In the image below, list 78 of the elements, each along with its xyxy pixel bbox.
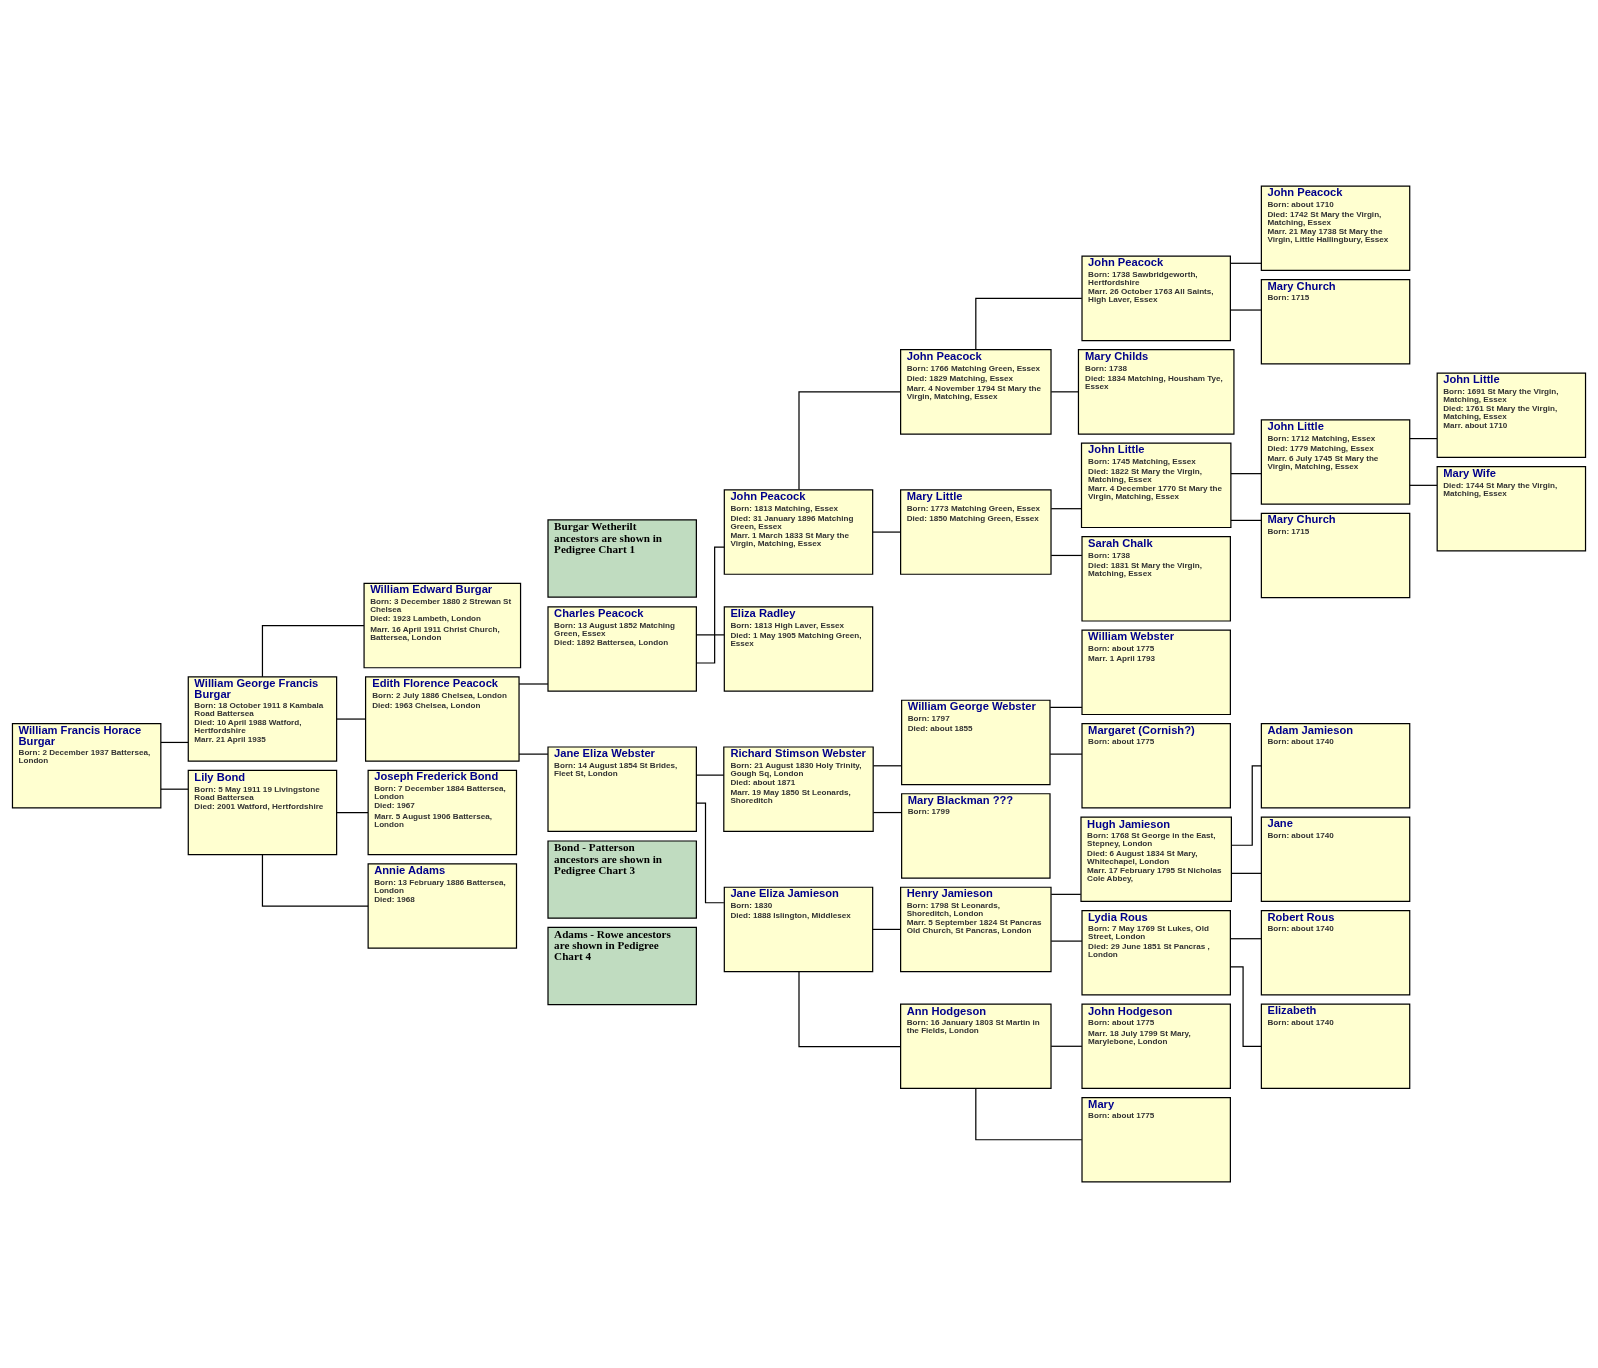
- node-box: John Hodgeson Born: about 1775 Marr. 18 July 1799 St Mary, Marylebone, London: [1081, 1003, 1231, 1090]
- node-box: Elizabeth Born: about 1740: [1260, 1003, 1411, 1090]
- node-box: William George Webster Born: 1797 Died: about 1855: [901, 699, 1051, 786]
- connector: [261, 854, 369, 907]
- connector: [1050, 940, 1083, 942]
- connector: [160, 788, 189, 790]
- connector: [1409, 484, 1438, 486]
- node-box: William Webster Born: about 1775 Marr. 1 April 1793: [1081, 629, 1231, 716]
- node-box: Richard Stimson Webster Born: 21 August 1830 Holy Trinity, Gough Sq, London Died: about 1871 Marr. 19 May 1850 St Leonards, Shoreditch: [723, 746, 874, 832]
- node-box: Mary Little Born: 1773 Matching Green, Essex Died: 1850 Matching Green, Essex: [900, 489, 1052, 575]
- node-box: Mary Born: about 1775: [1081, 1097, 1231, 1183]
- node-box: Jane Born: about 1740: [1260, 816, 1411, 903]
- connector: [975, 1088, 1083, 1141]
- node-box: Adam Jamieson Born: about 1740: [1260, 723, 1411, 809]
- connector: [1050, 1045, 1083, 1047]
- node-box: Jane Eliza Webster Born: 14 August 1854 St Brides, Fleet St, London: [547, 746, 697, 832]
- node-box: Edith Florence Peacock Born: 2 July 1886 Chelsea, London Died: 1963 Chelsea, London: [364, 676, 520, 762]
- connector: [695, 546, 725, 664]
- connector: [336, 811, 369, 814]
- node-box: William Edward Burgar Born: 3 December 1880 2 Strewan St Chelsea Died: 1923 Lambeth, London Marr. 16 April 1911 Christ Church, Battersea, London: [363, 582, 522, 669]
- node-box: John Peacock Born: 1766 Matching Green, Essex Died: 1829 Matching, Essex Marr. 4 November 1794 St Mary the Virgin, Matching, Essex: [900, 349, 1052, 435]
- connector: [1229, 309, 1262, 311]
- connector: [1230, 519, 1262, 521]
- connector: [1050, 893, 1082, 895]
- connector: [798, 391, 902, 491]
- node-box: Hugh Jamieson Born: 1768 St George in the East, Stepney, London Died: 6 August 1834 St Mary, Whitechapel, London Marr. 17 February 1795 St Nicholas Cole Abbey,: [1080, 816, 1232, 903]
- connector: [975, 297, 1083, 351]
- connector: [1230, 872, 1262, 874]
- node-box: John Little Born: 1712 Matching, Essex Died: 1779 Matching, Essex Marr. 6 July 1745 St Mary the Virgin, Matching, Essex: [1260, 419, 1411, 505]
- connector: [1049, 706, 1083, 708]
- node-box: William Francis Horace Burgar Born: 2 December 1937 Battersea, London: [11, 723, 162, 809]
- connector: [872, 928, 902, 930]
- node-box: John Little Born: 1691 St Mary the Virgin, Matching, Essex Died: 1761 St Mary the Virgin, Matching, Essex Marr. about 1710: [1436, 372, 1587, 458]
- connector: [695, 634, 725, 636]
- connector: [1050, 391, 1080, 393]
- connector: [1230, 473, 1262, 475]
- node-box: Ann Hodgeson Born: 16 January 1803 St Martin in the Fields, London: [900, 1003, 1052, 1090]
- connector: [261, 624, 365, 678]
- node-box: Robert Rous Born: about 1740: [1260, 910, 1411, 996]
- node-box: Henry Jamieson Born: 1798 St Leonards, Shoreditch, London Marr. 5 September 1824 St Pancras Old Church, St Pancras, London: [900, 886, 1052, 973]
- connector: [518, 683, 549, 685]
- connector: [1050, 508, 1082, 510]
- node-box: Mary Wife Died: 1744 St Mary the Virgin, Matching, Essex: [1436, 465, 1587, 552]
- node-box: Margaret (Cornish?) Born: about 1775: [1081, 723, 1231, 809]
- node-box: Annie Adams Born: 13 February 1886 Battersea, London Died: 1968: [367, 863, 518, 949]
- connector: [160, 741, 189, 744]
- connector: [695, 774, 725, 776]
- node-box: Lydia Rous Born: 7 May 1769 St Lukes, Old Street, London Died: 29 June 1851 St Pancras , London: [1081, 910, 1231, 996]
- connector: [518, 753, 549, 755]
- connector: [336, 718, 366, 720]
- node-box: Eliza Radley Born: 1813 High Laver, Essex Died: 1 May 1905 Matching Green, Essex: [723, 606, 874, 692]
- node-box: Joseph Frederick Bond Born: 7 December 1884 Battersea, London Died: 1967 Marr. 5 August 1906 Battersea, London: [367, 769, 518, 856]
- connector: [798, 971, 902, 1048]
- connector: [1229, 262, 1262, 264]
- node-box: Adams - Rowe ancestors are shown in Pedigree Chart 4: [547, 926, 697, 1006]
- node-box: Mary Blackman ??? Born: 1799: [901, 793, 1051, 879]
- node-box: Charles Peacock Born: 13 August 1852 Matching Green, Essex Died: 1892 Battersea, London: [547, 606, 697, 692]
- node-box: Sarah Chalk Born: 1738 Died: 1831 St Mary the Virgin, Matching, Essex: [1081, 536, 1231, 622]
- connector: [872, 531, 902, 533]
- node-box: John Peacock Born: 1813 Matching, Essex Died: 31 January 1896 Matching Green, Essex Marr. 1 March 1833 St Mary the Virgin, Matching, Essex: [723, 489, 874, 575]
- node-box: Mary Church Born: 1715: [1260, 512, 1411, 599]
- node-box: William George Francis Burgar Born: 18 October 1911 8 Kambala Road Battersea Died: 10 April 1988 Watford, Hertfordshire Marr. 21 April 1935: [187, 676, 338, 762]
- node-box: Mary Childs Born: 1738 Died: 1834 Matching, Housham Tye, Essex: [1077, 349, 1235, 435]
- node-box: Jane Eliza Jamieson Born: 1830 Died: 1888 Islington, Middlesex: [723, 886, 874, 973]
- node-box: Lily Bond Born: 5 May 1911 19 Livingstone Road Battersea Died: 2001 Watford, Hertfordshire: [187, 769, 338, 856]
- connector: [872, 765, 903, 767]
- connector: [872, 811, 903, 814]
- node-box: John Little Born: 1745 Matching, Essex Died: 1822 St Mary the Virgin, Matching, Essex Marr. 4 December 1770 St Mary the Virgin, Matching, Essex: [1080, 442, 1232, 529]
- connector: [1409, 437, 1438, 440]
- connector: [1050, 554, 1083, 557]
- node-box: John Peacock Born: about 1710 Died: 1742 St Mary the Virgin, Matching, Essex Marr. 21 May 1738 St Mary the Virgin, Little Hallingbury, Essex: [1260, 185, 1411, 272]
- node-box: John Peacock Born: 1738 Sawbridgeworth, Hertfordshire Marr. 26 October 1763 All Saints, High Laver, Essex: [1081, 255, 1231, 342]
- connector: [1229, 938, 1262, 940]
- node-box: Mary Church Born: 1715: [1260, 278, 1411, 365]
- connector: [1049, 753, 1083, 755]
- node-box: Burgar Wetherilt ancestors are shown in Pedigree Chart 1: [547, 519, 697, 598]
- node-box: Bond - Patterson ancestors are shown in Pedigree Chart 3: [547, 840, 697, 919]
- connector: [1231, 765, 1262, 846]
